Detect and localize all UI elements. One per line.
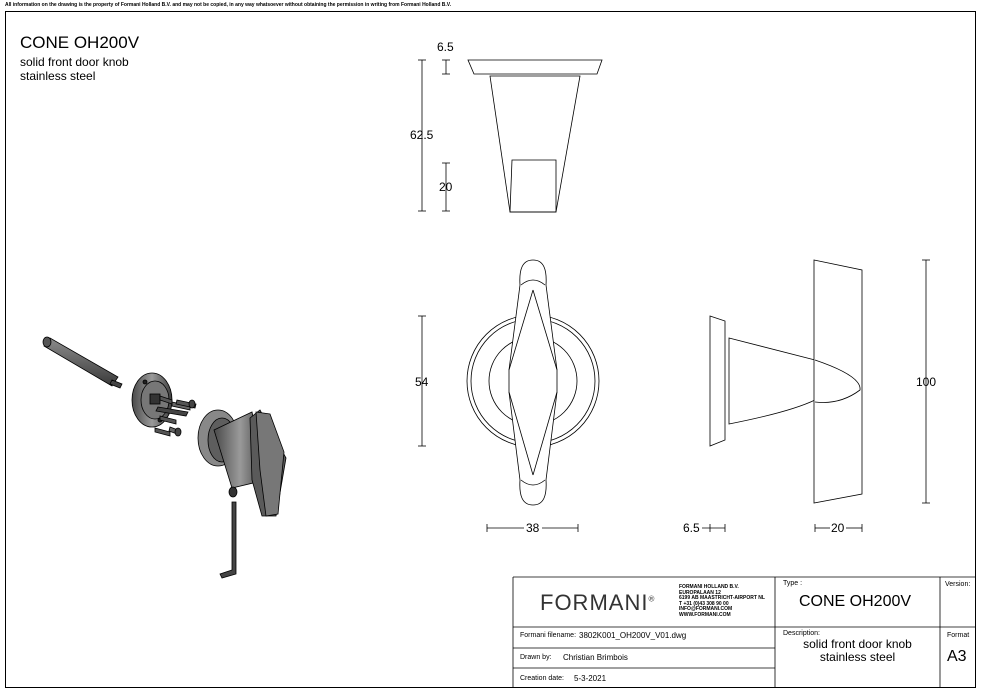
- product-subtitle-1: solid front door knob: [20, 55, 129, 69]
- filename-label: Formani filename:: [520, 632, 577, 639]
- front-view: [418, 259, 600, 532]
- format-label: Format: [947, 632, 970, 639]
- brand-logo: FORMANI®: [540, 590, 656, 615]
- company-address: FORMANI HOLLAND B.V. EUROPALAAN 12 6199 …: [679, 584, 765, 618]
- title-block-grid: [512, 576, 976, 688]
- type-value: CONE OH200V: [799, 593, 912, 610]
- dim-top-spindle-depth: 20: [439, 180, 453, 194]
- allen-key: [219, 486, 238, 579]
- filename-value: 3802K001_OH200V_V01.dwg: [579, 631, 687, 640]
- side-rose: [709, 315, 726, 447]
- copyright-notice: All information on the drawing is the pr…: [5, 2, 452, 8]
- drawn-by-value: Christian Brimbois: [563, 653, 628, 662]
- top-view: [418, 59, 603, 213]
- drawing-frame: [5, 11, 976, 688]
- top-cone: [489, 75, 581, 213]
- side-view: [702, 259, 930, 532]
- exploded-view: [42, 336, 287, 579]
- knob-assembly: [197, 409, 287, 517]
- version-label: Version:: [945, 581, 971, 588]
- top-rose: [467, 59, 603, 75]
- dim-side-knob-depth: 20: [831, 521, 845, 535]
- description-value: solid front door knob stainless steel: [803, 637, 912, 664]
- description-label: Description:: [783, 630, 820, 637]
- dim-side-rose-thickness: 6.5: [683, 521, 700, 535]
- side-knob: [813, 259, 863, 504]
- creation-date-label: Creation date:: [520, 675, 564, 682]
- product-title: CONE OH200V: [20, 33, 140, 52]
- top-spindle-hole: [509, 159, 557, 213]
- dim-front-width: 38: [526, 521, 540, 535]
- creation-date-value: 5-3-2021: [574, 674, 607, 683]
- drawn-by-label: Drawn by:: [520, 654, 552, 661]
- product-subtitle-2: stainless steel: [20, 69, 96, 83]
- front-knob: [508, 259, 558, 506]
- type-label: Type :: [783, 580, 803, 587]
- format-value: A3: [947, 648, 967, 665]
- spindle: [42, 336, 123, 389]
- dim-front-height: 54: [415, 375, 429, 389]
- dim-top-total-height: 62.5: [410, 128, 434, 142]
- dim-top-rose-thickness: 6.5: [437, 40, 454, 54]
- dim-side-total-height: 100: [916, 375, 936, 389]
- screws: [154, 395, 197, 437]
